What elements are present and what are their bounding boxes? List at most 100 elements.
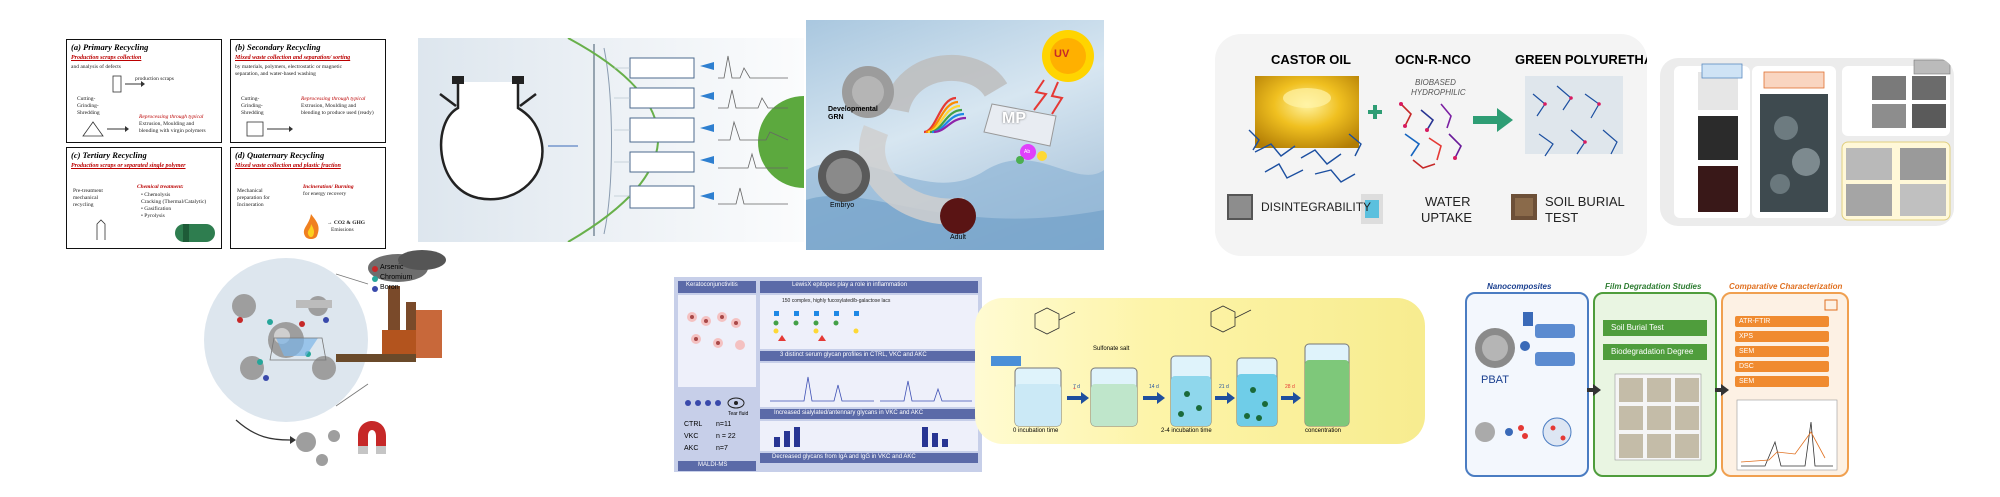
akc-label: AKC — [684, 445, 699, 452]
soil-burial-label-2: TEST — [1545, 210, 1579, 225]
panel-red-text: Mixed waste collection and plastic fract… — [235, 163, 341, 169]
panel-text: Grinding- — [77, 103, 99, 109]
glycan-header-5: Decreased glycans from IgA and IgG in VK… — [772, 454, 916, 460]
time-label-3: 21 d — [1219, 384, 1229, 390]
panel-text: Reprocessing through typical — [301, 96, 366, 102]
isocyanate-title: OCN-R-NCO — [1395, 52, 1471, 67]
zebrafish-microplastics-figure: UV MP Developmental GRN Embryo Adult Ab — [806, 20, 1104, 250]
panel-text: Incineration — [237, 202, 264, 208]
water-uptake-label-1: WATER — [1425, 194, 1471, 209]
nanocomposites-title: Nanocomposites — [1487, 282, 1552, 291]
panel-text: Cutting- — [241, 96, 260, 102]
panel-text: for energy recovery — [303, 191, 347, 197]
sulfonate-label: Sulfonate salt — [1093, 346, 1130, 352]
uv-label: UV — [1054, 48, 1070, 60]
tertiary-recycling-panel: (c) Tertiary Recycling Production scraps… — [66, 147, 222, 249]
akc-n: n=7 — [716, 445, 728, 452]
shredder-icon — [246, 121, 293, 137]
incubation-label-3: 2-4 incubation time — [1161, 428, 1212, 434]
glycan-header-4: Increased sialylated/antennary glycans i… — [774, 410, 924, 416]
panel-text: Mechanical — [237, 188, 263, 194]
vkc-label: VKC — [684, 433, 699, 440]
panel-red-text: Production scraps or separated single po… — [71, 163, 186, 169]
grn-label: Developmental GRN — [828, 106, 878, 121]
hand-icon — [96, 219, 106, 240]
panel-text: Chemical treatment: — [137, 184, 184, 190]
technique-item: DSC — [1735, 361, 1829, 372]
panel-text: Grinding- — [241, 103, 263, 109]
time-label-4: 28 d — [1285, 384, 1295, 390]
chromium-dot — [372, 276, 378, 282]
panel-text: • Chemolysis — [141, 192, 171, 198]
biodegradation-item: Biodegradation Degree — [1611, 347, 1694, 356]
glycan-subtitle: 150 complex, highly fucosylated/b-galact… — [782, 298, 891, 304]
panel-text: by materials, polymers, electrostatic or… — [235, 64, 343, 70]
panel-text: blending to produce used (ready) — [301, 110, 374, 116]
foam-samples-graphic — [1674, 59, 1951, 221]
flask-diagram-graphic — [439, 38, 804, 242]
time-label-2: 14 d — [1149, 384, 1159, 390]
glycan-poster: Keratoconjunctivitis LewisX epitopes pla… — [674, 277, 982, 472]
panel-red-text: Production scraps collection — [71, 55, 142, 61]
flask-icon — [439, 76, 544, 201]
fire-icon — [303, 214, 319, 239]
boron-dot — [372, 286, 378, 292]
svg-text:+: + — [1073, 386, 1076, 392]
glycan-header-1: Keratoconjunctivitis — [686, 282, 738, 288]
pbat-label: PBAT — [1481, 374, 1509, 386]
vkc-n: n = 22 — [716, 433, 736, 440]
zebrafish-graphic — [806, 30, 1104, 250]
quaternary-recycling-panel: (d) Quaternary Recycling Mixed waste col… — [230, 147, 386, 249]
concentration-label: concentration — [1305, 428, 1342, 434]
castor-oil-title: CASTOR OIL — [1271, 52, 1351, 67]
panel-title: (d) Quaternary Recycling — [235, 150, 325, 160]
biobased-label: BIOBASED — [1415, 78, 1456, 87]
disintegrability-label: DISINTEGRABILITY — [1261, 200, 1372, 214]
ctrl-label: CTRL — [684, 421, 703, 428]
nanocomposites-figure: Nanocomposites Film Degradation Studies … — [1465, 282, 1849, 477]
beaker-process-figure: + 0 incubation time Sulfonate salt 2-4 i… — [975, 298, 1425, 444]
panel-text: Extrusion, Moulding and — [139, 121, 195, 127]
green-polyurethane-figure: CASTOR OIL OCN-R-NCO GREEN POLYURETHANE … — [1215, 34, 1647, 256]
water-uptake-label-2: UPTAKE — [1421, 210, 1473, 225]
tank-icon — [175, 224, 215, 242]
beaker-process-graphic: + — [991, 305, 1350, 427]
panel-text: production scraps — [135, 76, 174, 82]
panel-text: blending with virgin polymers — [139, 128, 206, 134]
panel-title: (b) Secondary Recycling — [235, 42, 321, 52]
arsenic-label: Arsenic — [380, 264, 404, 271]
glycan-header-3: 3 distinct serum glycan profiles in CTRL… — [780, 352, 927, 358]
adult-label: Adult — [950, 234, 966, 241]
hydrophilic-label: HYDROPHILIC — [1411, 88, 1466, 97]
arsenic-dot — [372, 266, 378, 272]
panel-text: and analysis of defects — [71, 64, 121, 70]
soil-burial-item: Soil Burial Test — [1611, 323, 1664, 332]
panel-text: mechanical — [73, 195, 99, 201]
panel-text: Shredding — [77, 110, 100, 116]
technique-item: XPS — [1735, 331, 1829, 342]
glycan-header-2: LewisX epitopes play a role in inflammat… — [792, 282, 908, 288]
maldi-label: MALDI-MS — [698, 462, 728, 468]
panel-text: separation, and water-based washing — [235, 71, 316, 77]
panel-text: recycling — [73, 202, 94, 208]
film-degradation-title: Film Degradation Studies — [1605, 282, 1702, 291]
time-label-1: 7 d — [1073, 384, 1080, 390]
panel-text: Extrusion, Moulding and — [301, 103, 357, 109]
panel-text: • Gasification — [141, 206, 172, 212]
panel-text: Cracking (Thermal/Catalytic) — [141, 199, 207, 205]
technique-item: ATR-FTIR — [1735, 316, 1829, 327]
tear-fluid-label: Tear fluid — [728, 411, 749, 417]
panel-text: → CO2 & GHG — [327, 220, 366, 226]
adsorption-figure: Arsenic Chromium Boron — [186, 250, 512, 480]
mp-label: MP — [1002, 110, 1026, 127]
boron-label: Boron — [380, 284, 399, 291]
soil-burial-label-1: SOIL BURIAL — [1545, 194, 1625, 209]
panel-red-text: Mixed waste collection and separation/ s… — [235, 55, 351, 61]
panel-text: Emissions — [331, 227, 354, 233]
panel-text: Reprocessing through typical — [139, 114, 204, 120]
polyurethane-graphic — [1215, 76, 1647, 236]
recycling-figure: (a) Primary Recycling Production scraps … — [66, 39, 386, 249]
panel-text: Shredding — [241, 110, 264, 116]
glycan-poster-graphic — [678, 281, 978, 471]
grinder-icon — [82, 121, 129, 137]
